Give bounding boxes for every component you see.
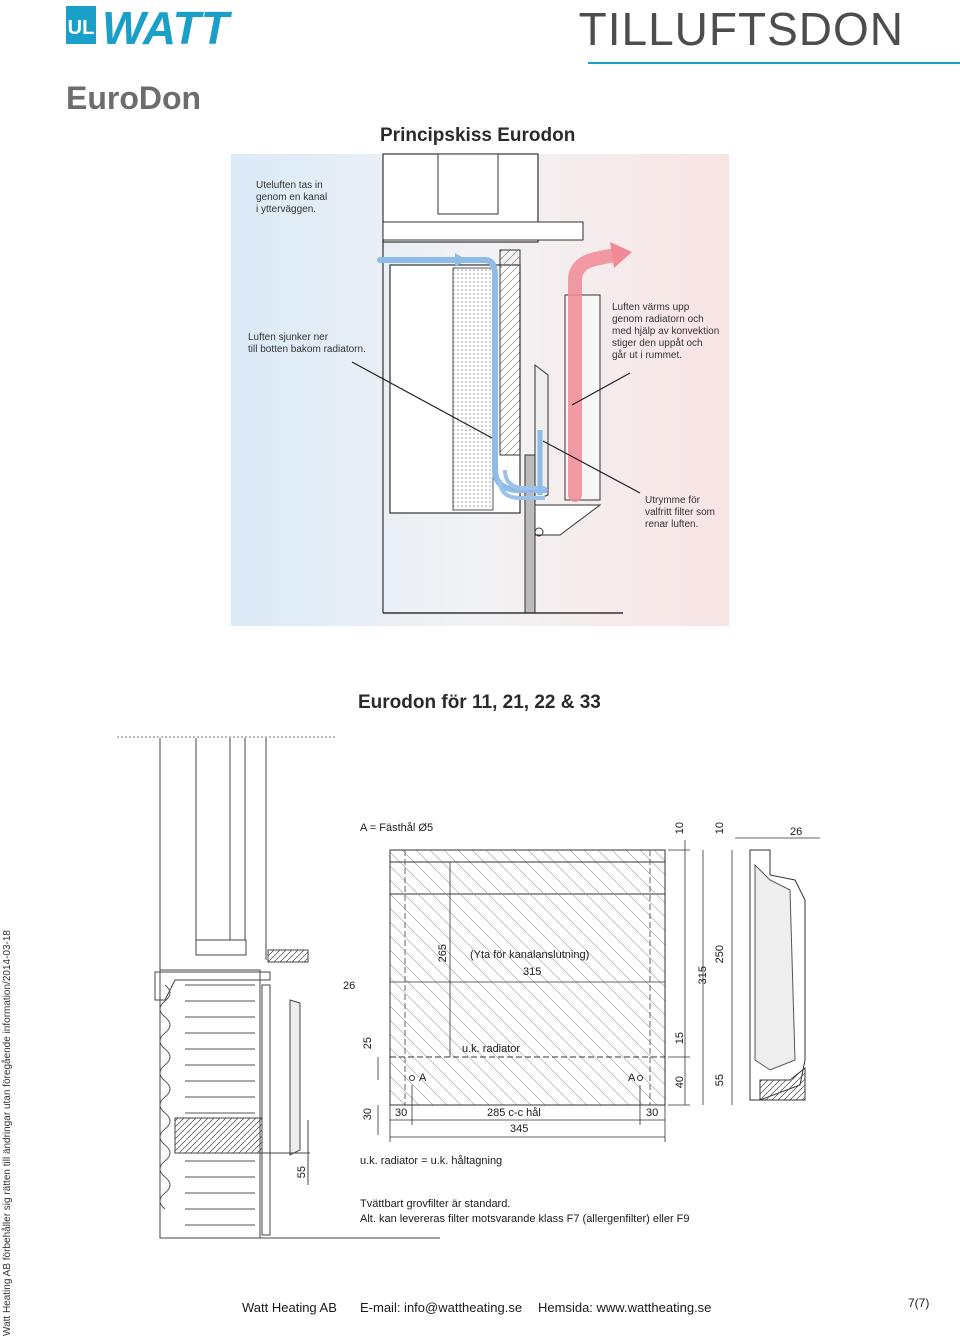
dim-285: 285 c-c hål	[487, 1107, 541, 1119]
leader-heat	[571, 372, 631, 406]
caption-filter-space: Utrymme för valfritt filter som renar lu…	[645, 495, 716, 530]
hole-a-right	[637, 1075, 643, 1081]
warm-arrow-head	[610, 242, 632, 268]
dim-10-side: 10	[714, 822, 726, 835]
dim-30-left: 30	[395, 1107, 408, 1119]
warm-air-path	[568, 248, 622, 502]
filter-note-1: Tvättbart grovfilter är standard.	[360, 1198, 511, 1210]
dim-315-width: 315	[523, 966, 542, 978]
caption-air-sinks: Luften sjunker ner till botten bakom rad…	[248, 332, 366, 355]
dim-30-right: 30	[646, 1107, 659, 1119]
filter-note-2: Alt. kan levereras filter motsvarande kl…	[360, 1213, 690, 1225]
cold-air-path	[377, 257, 548, 493]
dim-55-section: 55	[296, 1166, 308, 1179]
insulation-waves	[159, 984, 255, 1226]
footer-email[interactable]: E-mail: info@wattheating.se	[360, 1300, 523, 1315]
dim-315-height: 315	[697, 966, 709, 985]
formula-label: u.k. radiator = u.k. håltagning	[360, 1155, 503, 1167]
title-rule	[588, 62, 960, 64]
leader-filter	[542, 440, 641, 494]
wall-section-hatch	[174, 1117, 266, 1154]
footer-website[interactable]: Hemsida: www.wattheating.se	[538, 1300, 712, 1315]
side-disclaimer: Watt Heating AB förbehåller sig rätten t…	[2, 930, 13, 1336]
dim-10-front: 10	[674, 822, 686, 835]
label-a-right: A	[628, 1072, 636, 1084]
insulation	[452, 267, 494, 511]
caption-air-heated: Luften värms upp genom radiatorn och med…	[612, 302, 720, 361]
legend-a: A = Fästhål Ø5	[360, 822, 434, 834]
window-sill	[382, 221, 584, 241]
sill-block	[267, 949, 309, 963]
front-panel	[389, 849, 666, 1106]
page-number: 7(7)	[908, 1296, 930, 1310]
dim-265: 265	[437, 944, 449, 963]
dim-40: 40	[674, 1076, 686, 1089]
filter-block	[499, 249, 521, 456]
cold-arrow-head	[455, 253, 467, 267]
principle-heading: Principskiss Eurodon	[380, 125, 576, 146]
eurodon-box	[534, 504, 602, 536]
footer-company: Watt Heating AB	[242, 1300, 337, 1315]
window-sash	[437, 153, 499, 215]
dim-345: 345	[510, 1123, 529, 1135]
dim-55-side: 55	[714, 1074, 726, 1087]
variant-heading: Eurodon för 11, 21, 22 & 33	[358, 692, 601, 713]
watt-logo: UL WATT	[66, 4, 233, 48]
dim-15: 15	[674, 1032, 686, 1045]
dim-25: 25	[362, 1037, 374, 1050]
principle-diagram	[231, 153, 729, 626]
technical-drawing	[117, 736, 820, 1239]
area-label: (Yta för kanalanslutning)	[470, 949, 590, 961]
uk-radiator-label: u.k. radiator	[462, 1043, 521, 1055]
svg-text:UL: UL	[68, 17, 95, 39]
logo-text: WATT	[102, 4, 233, 48]
hole-a-left	[409, 1075, 415, 1081]
product-name: EuroDon	[66, 80, 202, 116]
dim-30-section: 30	[362, 1108, 374, 1121]
leader-sink	[351, 361, 493, 439]
section-title: TILLUFTSDON	[578, 3, 904, 55]
caption-outdoor-air: Uteluften tas in genom en kanal i ytterv…	[256, 180, 328, 215]
label-a-left: A	[419, 1072, 427, 1084]
dim-250: 250	[714, 945, 726, 964]
dim-26-side: 26	[790, 826, 803, 838]
dim-26-section: 26	[343, 980, 356, 992]
